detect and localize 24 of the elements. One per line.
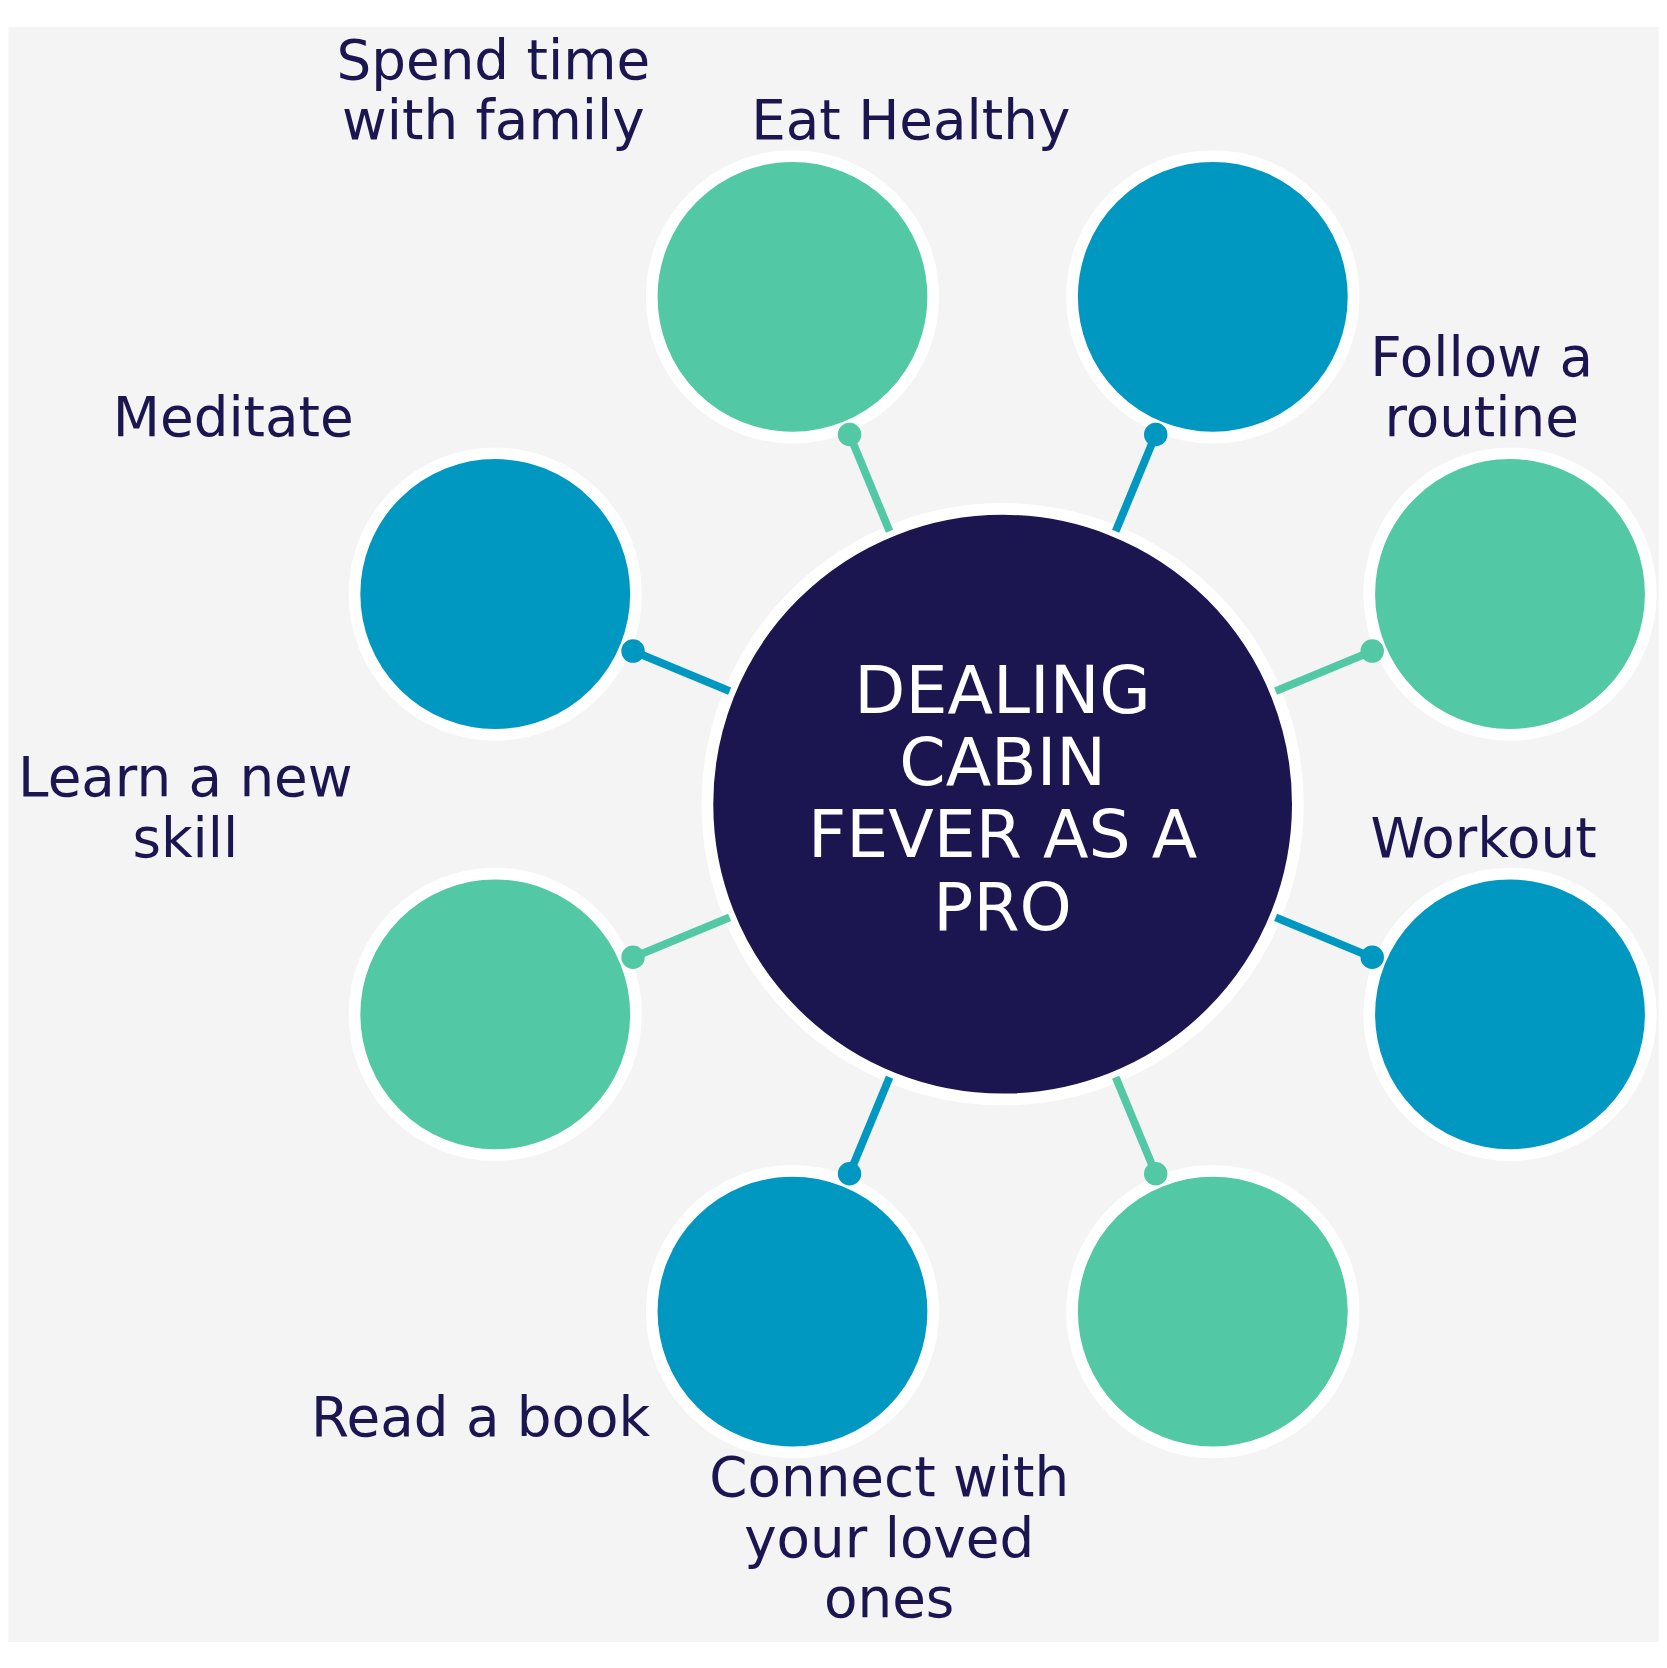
node-label: Follow a routine (1370, 324, 1593, 449)
node-label: Connect with your loved ones (709, 1444, 1070, 1630)
connector (1112, 422, 1168, 533)
node-circle (348, 446, 642, 741)
node-label: Workout (1370, 805, 1597, 870)
node-circle (1066, 149, 1360, 443)
connector (1274, 913, 1384, 969)
node-circle (1363, 446, 1657, 741)
node-circle (348, 867, 642, 1161)
connector (621, 638, 732, 695)
connector (837, 422, 894, 533)
node-circle (645, 149, 940, 443)
connector (1112, 1075, 1168, 1186)
node-circle: DEALING CABIN FEVER AS A PRO (701, 502, 1304, 1105)
node-circle (1066, 1164, 1360, 1458)
node-label: Spend time with family (336, 27, 651, 152)
node-circle (1363, 867, 1657, 1161)
node-label: Eat Healthy (751, 87, 1071, 152)
connector (621, 913, 732, 969)
node-label: Read a book (310, 1384, 651, 1449)
connector (837, 1075, 894, 1186)
node-label: Learn a new skill (18, 744, 353, 870)
node-label: Meditate (112, 384, 354, 449)
connector (1274, 638, 1384, 695)
